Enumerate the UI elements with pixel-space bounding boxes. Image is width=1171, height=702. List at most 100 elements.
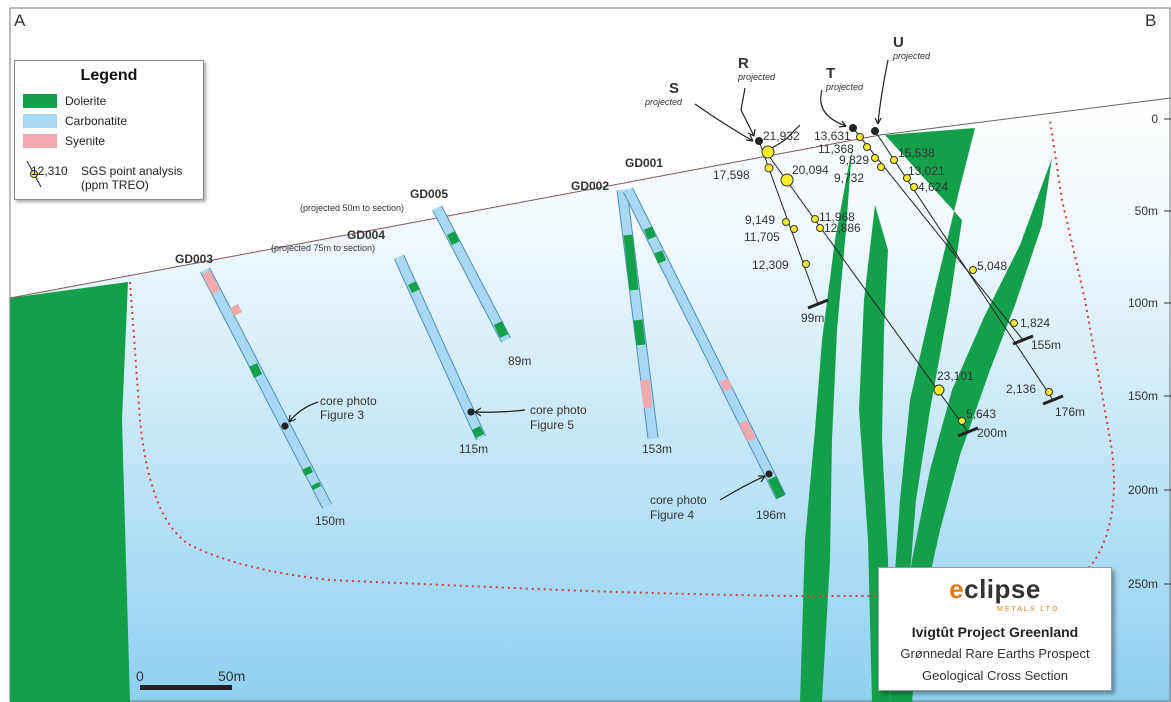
hole-depth-gd002: 153m <box>642 442 672 456</box>
assay-label: 12,309 <box>752 258 789 272</box>
hole-label-gd003: GD003 <box>175 252 213 266</box>
syenite-swatch <box>23 134 57 148</box>
section-start-label: A <box>14 11 26 30</box>
hole-depth-gd004: 115m <box>459 442 488 456</box>
legend-label: Carbonatite <box>65 114 128 128</box>
assay-label: 11,705 <box>744 230 780 244</box>
assay-label: 20,094 <box>792 163 829 177</box>
assay-label: 9,149 <box>745 213 775 227</box>
hole-label-r: R <box>738 55 749 72</box>
hole-gd003-trace <box>200 267 332 509</box>
hole-label-gd002: GD002 <box>571 179 609 193</box>
hole-label-gd004: GD004 <box>347 228 385 242</box>
assay-label: 13,021 <box>908 164 945 178</box>
dolerite-dyke-4 <box>898 158 1052 702</box>
prospect-title: Grønnedal Rare Earths Prospect <box>900 646 1090 661</box>
hole-gd001-trace <box>623 187 786 500</box>
legend-point-value: 12,310 <box>31 164 68 178</box>
scale-bar-start: 0 <box>136 668 144 684</box>
legend-item-dolerite: Dolerite <box>23 93 106 109</box>
assay-point-legend-icon <box>26 160 42 188</box>
core-photo-fig-1: Figure 3 <box>320 408 364 422</box>
core-photo-markers <box>281 401 773 501</box>
assay-label: 9,732 <box>834 171 864 185</box>
legend: Legend Dolerite Carbonatite Syenite 12,3… <box>14 60 204 200</box>
hole-label-s: S <box>669 80 679 97</box>
hole-r-trace <box>765 151 979 438</box>
legend-item-carbonatite: Carbonatite <box>23 113 127 129</box>
legend-title: Legend <box>80 67 138 84</box>
dolerite-dyke-1 <box>800 148 852 702</box>
assay-label: 2,136 <box>1006 382 1036 396</box>
hole-note-r: projected <box>737 72 776 82</box>
depth-axis <box>1164 118 1171 585</box>
legend-label: Syenite <box>65 134 106 148</box>
assay-label: 23,101 <box>937 369 974 383</box>
core-photo-label-3: core photo <box>650 493 707 507</box>
depth-tick-0: 0 <box>1151 112 1158 126</box>
hole-depth-gd003: 150m <box>315 514 345 528</box>
depth-tick-100: 100m <box>1128 296 1158 310</box>
assay-label: 17,598 <box>713 168 750 182</box>
company-logo: eclipse <box>879 574 1111 605</box>
assay-label: 1,824 <box>1020 316 1050 330</box>
depth-tick-50: 50m <box>1135 204 1158 218</box>
hole-note-gd004: (projected 75m to section) <box>271 243 375 253</box>
assay-label: 5,048 <box>977 259 1007 273</box>
assay-label: 5,643 <box>966 407 996 421</box>
hole-label-gd001: GD001 <box>625 156 663 170</box>
dolerite-swatch <box>23 94 57 108</box>
hole-note-s: projected <box>644 97 683 107</box>
hole-depth-t: 155m <box>1031 338 1061 352</box>
core-photo-label-2: core photo <box>530 403 587 417</box>
hole-gd004-trace <box>393 254 487 441</box>
assay-label: 21,932 <box>763 129 800 143</box>
hole-note-gd005: (projected 50m to section) <box>300 203 404 213</box>
core-photo-label-1: core photo <box>320 394 377 408</box>
depth-tick-200: 200m <box>1128 483 1158 497</box>
assay-points <box>761 133 1053 425</box>
core-photo-fig-3: Figure 4 <box>650 508 694 522</box>
hole-gd005-trace <box>432 205 511 343</box>
carbonatite-swatch <box>23 114 57 128</box>
assay-label: 9,829 <box>839 153 869 167</box>
hole-note-t: projected <box>825 82 864 92</box>
logo-subtitle: METALS LTD <box>997 606 1060 613</box>
depth-tick-250: 250m <box>1128 577 1158 591</box>
section-end-label: B <box>1145 11 1156 30</box>
hole-label-t: T <box>826 65 835 82</box>
hole-depth-gd001: 196m <box>756 508 786 522</box>
assay-label: 15,538 <box>898 146 935 160</box>
core-photo-fig-2: Figure 5 <box>530 418 574 432</box>
hole-depth-gd005: 89m <box>508 354 531 368</box>
assay-label: 11,368 <box>818 142 854 156</box>
legend-label: Dolerite <box>65 94 107 108</box>
assay-label: 12,886 <box>824 221 861 235</box>
logo-word: clipse <box>964 574 1041 604</box>
hole-gd002-trace <box>616 189 659 439</box>
hole-label-gd005: GD005 <box>410 187 448 201</box>
legend-point-label: SGS point analysis <box>81 164 183 178</box>
dolerite-body-left <box>10 282 130 702</box>
title-block: eclipse METALS LTD Ivigtût Project Green… <box>878 567 1112 691</box>
legend-item-syenite: Syenite <box>23 133 105 149</box>
project-title: Ivigtût Project Greenland <box>911 624 1079 640</box>
scale-bar-end: 50m <box>218 668 245 684</box>
hole-depth-r: 200m <box>977 426 1007 440</box>
assay-label: 13,631 <box>814 129 851 143</box>
depth-tick-150: 150m <box>1128 389 1158 403</box>
logo-letter: e <box>949 574 965 604</box>
hole-depth-u: 176m <box>1055 405 1085 419</box>
dolerite-dyke-3 <box>885 128 975 702</box>
hole-depth-s: 99m <box>801 311 824 325</box>
hole-label-u: U <box>893 34 904 51</box>
scale-bar <box>140 685 232 690</box>
projected-label-leaders <box>694 59 889 149</box>
assay-label: 4,624 <box>918 180 948 194</box>
section-title: Geological Cross Section <box>922 668 1068 683</box>
hole-note-u: projected <box>892 51 931 61</box>
assay-label: 11,968 <box>819 210 855 224</box>
legend-point-unit: (ppm TREO) <box>81 178 149 192</box>
